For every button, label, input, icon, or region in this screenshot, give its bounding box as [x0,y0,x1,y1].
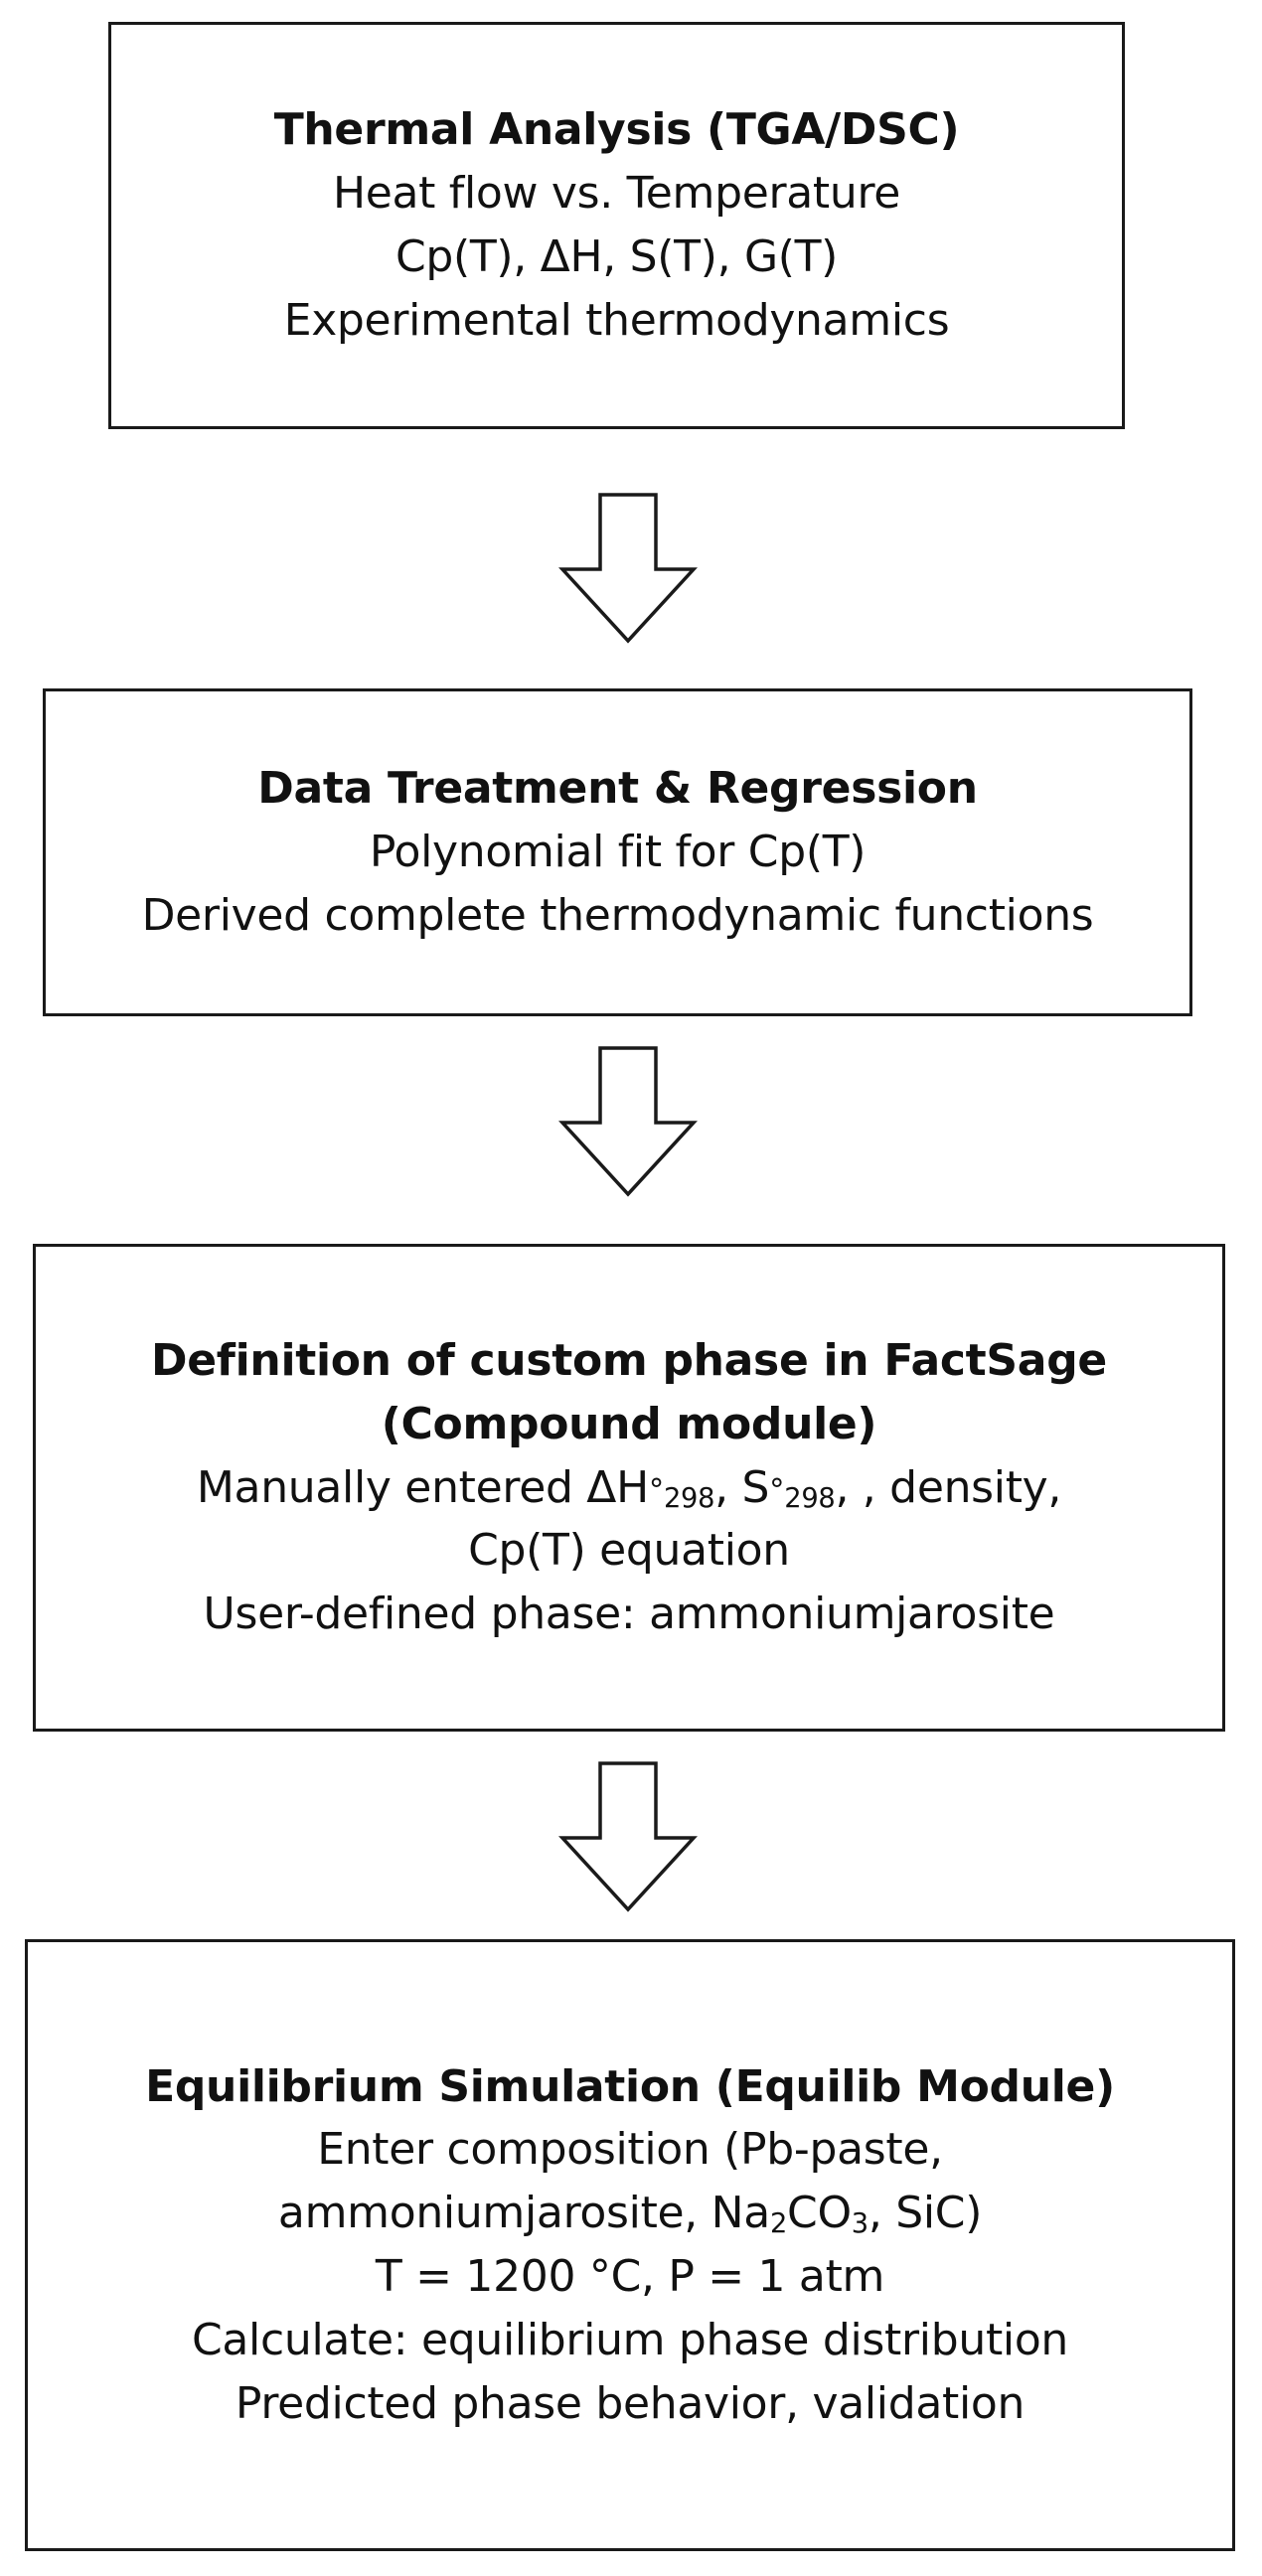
step-line: ammoniumjarosite, Na2CO3, SiC) [277,2188,983,2240]
step-thermal-analysis: Thermal Analysis (TGA/DSC) Heat flow vs.… [108,22,1125,429]
step-line: Calculate: equilibrium phase distributio… [191,2314,1069,2365]
step-line: Heat flow vs. Temperature [332,168,901,220]
step-line: Cp(T), ΔH, S(T), G(T) [394,231,839,282]
step-line: Derived complete thermodynamic functions [141,889,1094,941]
step-data-treatment: Data Treatment & Regression Polynomial f… [43,688,1192,1016]
step-line: T = 1200 °C, P = 1 atm [375,2251,885,2302]
step-title: Equilibrium Simulation (Equilib Module) [145,2060,1115,2112]
step-line: Enter composition (Pb-paste, [317,2124,943,2176]
step-title: Data Treatment & Regression [257,763,978,815]
step-title: Definition of custom phase in FactSage [151,1335,1107,1386]
down-arrow-icon [549,492,708,651]
step-line: Manually entered ΔH°298, S°298, , densit… [196,1461,1062,1514]
step-line: User-defined phase: ammoniumjarosite [203,1589,1055,1640]
down-arrow-icon [549,1760,708,1919]
down-arrow-icon [549,1045,708,1204]
step-line: Cp(T) equation [468,1525,790,1577]
step-line: Predicted phase behavior, validation [235,2377,1025,2429]
step-custom-phase: Definition of custom phase in FactSage (… [33,1244,1225,1732]
step-title: Thermal Analysis (TGA/DSC) [273,104,960,156]
step-equilibrium-simulation: Equilibrium Simulation (Equilib Module) … [25,1939,1235,2551]
step-title: (Compound module) [381,1398,877,1449]
step-line: Experimental thermodynamics [283,294,950,346]
step-line: Polynomial fit for Cp(T) [369,827,867,878]
